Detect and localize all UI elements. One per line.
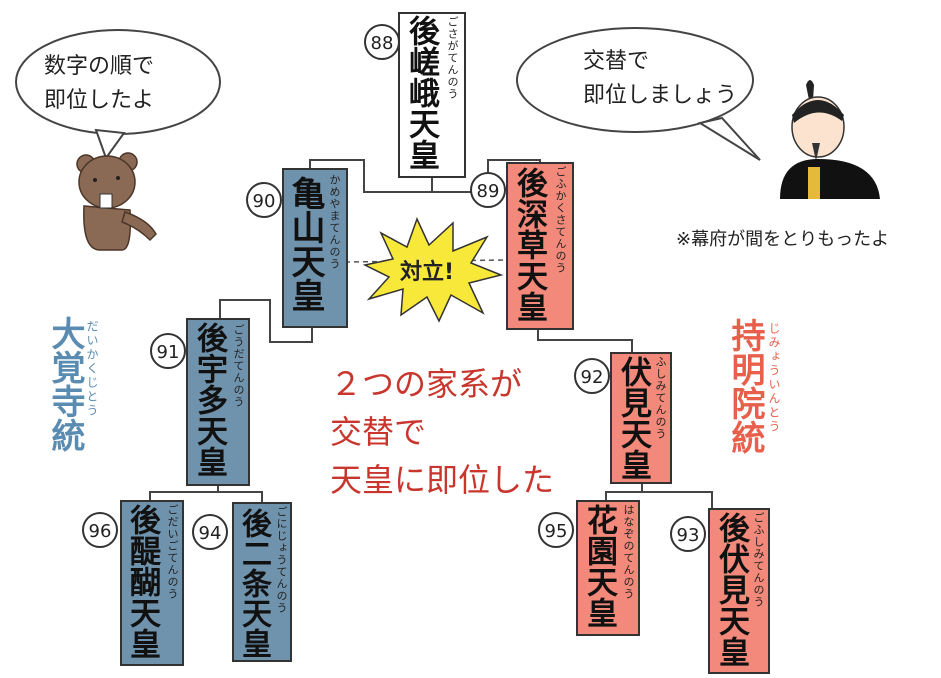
emperor-box-92 xyxy=(610,352,672,484)
emperor-number-92: 92 xyxy=(574,358,610,394)
conflict-burst xyxy=(362,217,504,323)
shogunate-note: ※幕府が間をとりもったよ xyxy=(676,229,890,250)
emperor-reading-93: ごふしみてんのう xyxy=(752,512,765,608)
emperor-reading-96: ごだいごてんのう xyxy=(166,504,179,600)
emperor-name-89: 後深草天皇 xyxy=(511,167,547,322)
emperor-reading-90: かめやまてんのう xyxy=(328,174,341,270)
speech-bubble-right xyxy=(516,27,761,161)
emperor-box-91 xyxy=(186,318,250,486)
emperor-reading-91: ごうだてんのう xyxy=(232,324,245,408)
emperor-box-90 xyxy=(282,168,348,328)
emperor-reading-95: はなぞのてんのう xyxy=(622,504,635,600)
emperor-character-illustration xyxy=(780,80,880,199)
emperor-name-96: 後醍醐天皇 xyxy=(124,504,160,659)
emperor-box-95 xyxy=(576,500,640,636)
emperor-number-94: 94 xyxy=(192,514,228,550)
emperor-box-88 xyxy=(398,12,466,178)
faction-right-name: 持明院統 xyxy=(725,318,765,454)
faction-left-reading: だいかくじとう xyxy=(85,320,99,418)
speech-text-right: 交替で 即位しましょう xyxy=(583,49,738,108)
emperor-box-96 xyxy=(120,500,184,666)
speech-text-left: 数字の順で 即位したよ xyxy=(44,54,155,113)
emperor-number-88: 88 xyxy=(364,24,400,60)
emperor-number-95: 95 xyxy=(538,512,574,548)
emperor-reading-88: ごさがてんのう xyxy=(446,16,459,100)
bear-character-illustration xyxy=(76,152,157,251)
conflict-label: 対立! xyxy=(400,260,455,285)
emperor-number-90: 90 xyxy=(246,182,282,218)
emperor-box-89 xyxy=(506,162,574,330)
faction-right-reading: じみょういんとう xyxy=(767,322,781,434)
faction-left-name: 大覚寺統 xyxy=(45,316,85,452)
emperor-number-96: 96 xyxy=(82,512,118,548)
emperor-number-89: 89 xyxy=(470,172,506,208)
emperor-box-93 xyxy=(708,508,770,674)
emperor-number-91: 91 xyxy=(150,333,186,369)
emperor-reading-94: ごにじょうてんのう xyxy=(275,506,288,614)
emperor-reading-89: ごふかくさてんのう xyxy=(554,166,567,274)
center-message: ２つの家系が 交替で 天皇に即位した xyxy=(330,365,555,499)
emperor-name-91: 後宇多天皇 xyxy=(191,322,227,477)
emperor-box-94 xyxy=(232,502,292,662)
emperor-name-94: 後二条天皇 xyxy=(236,508,271,658)
emperor-name-93: 後伏見天皇 xyxy=(713,512,749,667)
speech-bubble-left xyxy=(15,29,221,161)
emperor-name-88: 後嵯峨天皇 xyxy=(403,15,439,170)
emperor-name-92: 伏見天皇 xyxy=(615,356,651,480)
emperor-reading-92: ふしみてんのう xyxy=(654,356,667,440)
emperor-name-90: 亀山天皇 xyxy=(285,176,325,312)
emperor-name-95: 花園天皇 xyxy=(581,504,617,628)
emperor-number-93: 93 xyxy=(670,516,706,552)
